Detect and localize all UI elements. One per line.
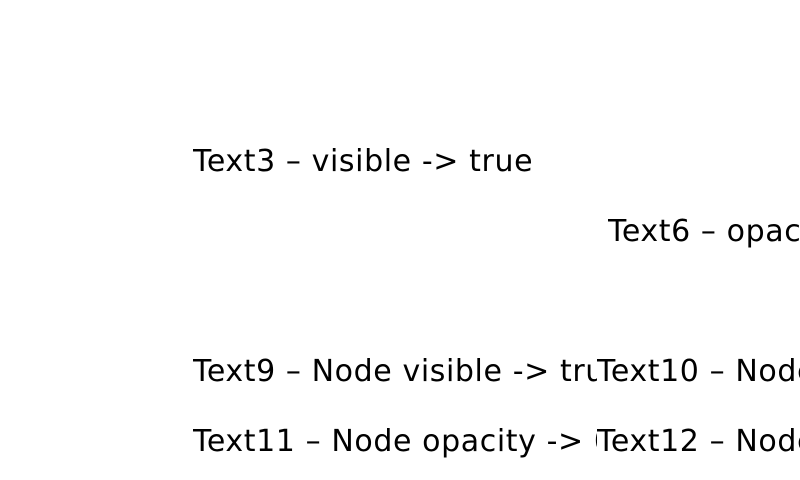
text-label-text12: Text12 – Node opacity -> 0.5 (597, 425, 800, 459)
text-label-text11: Text11 – Node opacity -> 0.5 (193, 425, 597, 459)
text-clip-text9: Text9 – Node visible -> true (193, 355, 597, 401)
text-clip-text11: Text11 – Node opacity -> 0.5 (193, 425, 597, 471)
text-clip-text6: Text6 – opacity -> 1.0 (608, 215, 800, 261)
text-label-text3: Text3 – visible -> true (193, 145, 534, 179)
text-label-text6: Text6 – opacity -> 1.0 (608, 215, 800, 249)
text-label-text10: Text10 – Node visible -> true (597, 355, 800, 389)
text-clip-text12: Text12 – Node opacity -> 0.5 (597, 425, 800, 471)
text-clip-text10: Text10 – Node visible -> true (597, 355, 800, 401)
text-label-text9: Text9 – Node visible -> true (193, 355, 597, 389)
